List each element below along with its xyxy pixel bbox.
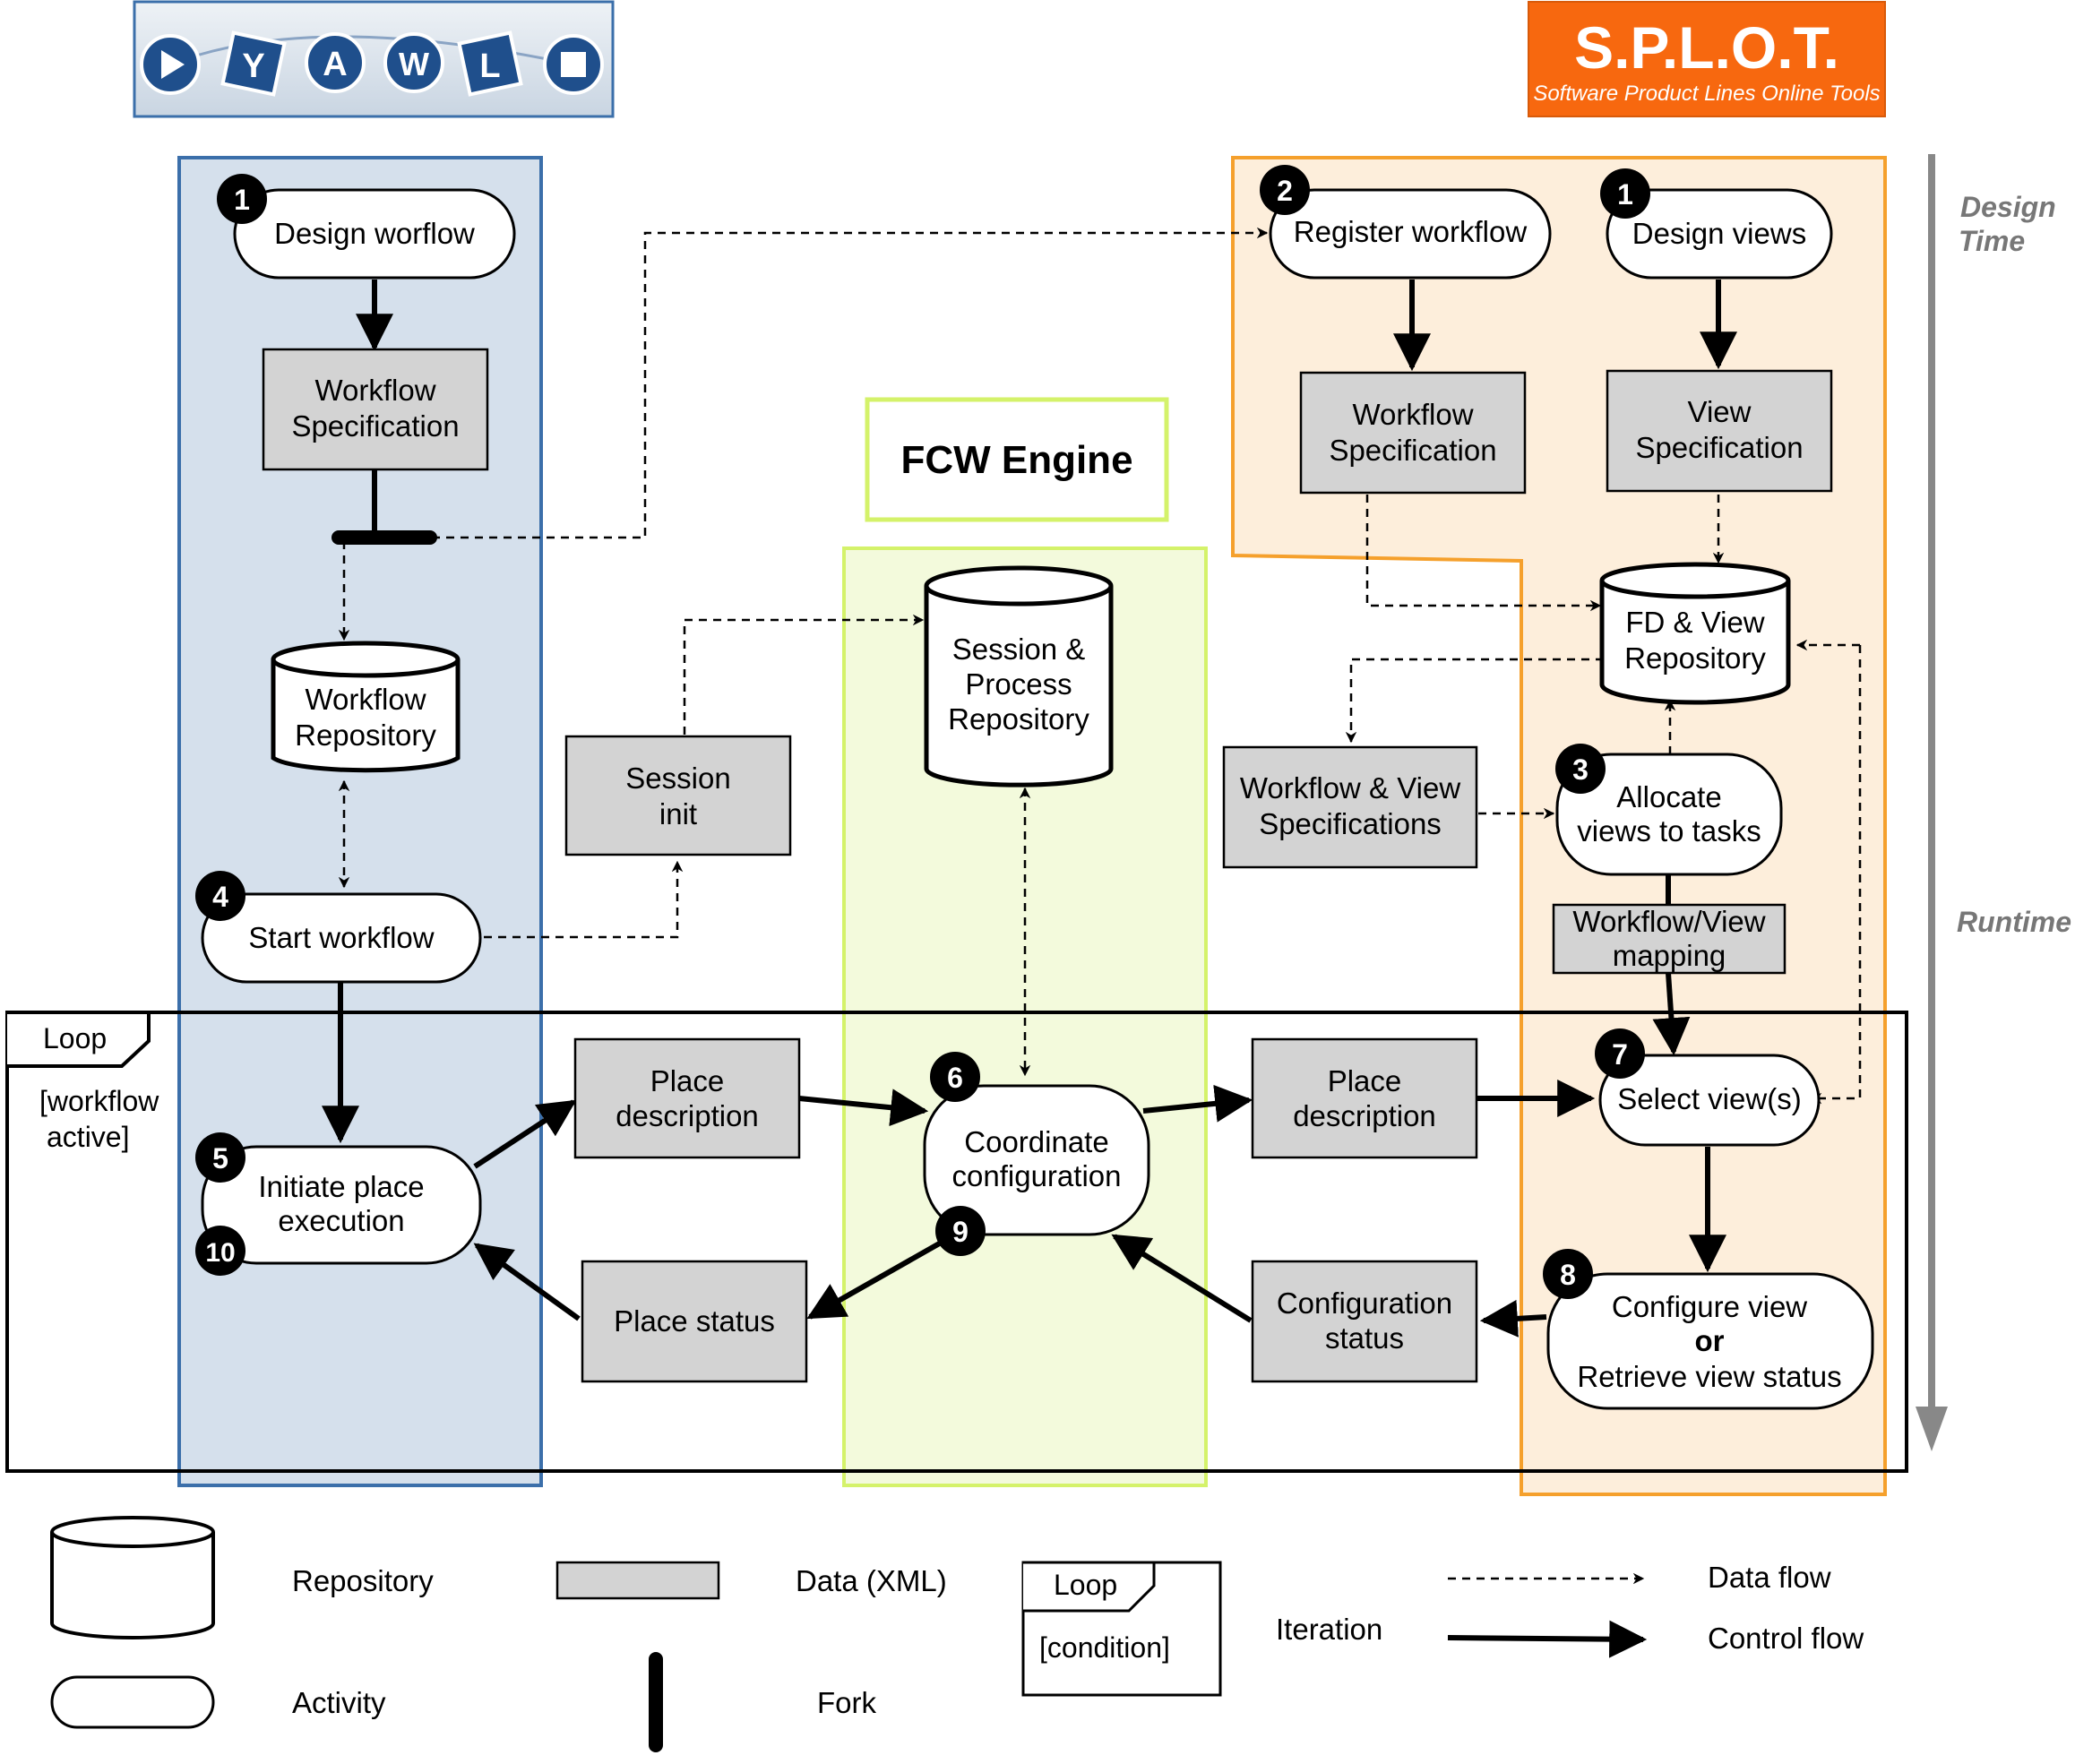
badge-configure-view: 8 [1560, 1259, 1576, 1291]
yawl-logo: Y A W L [133, 0, 615, 118]
legend-repository: Repository [292, 1564, 434, 1597]
badge-design-views: 1 [1617, 178, 1633, 211]
badge-register-workflow: 2 [1277, 175, 1293, 207]
engine-title: FCW Engine [900, 438, 1132, 482]
select-views-label: Select view(s) [1617, 1082, 1801, 1115]
badge-initiate-place-10: 10 [205, 1238, 235, 1268]
badge-coordinate: 6 [947, 1062, 963, 1094]
control-flow-edges [322, 280, 1737, 1338]
play-icon [161, 50, 185, 79]
data-flow-edges [338, 227, 1862, 1105]
timeline-arrow [1916, 1407, 1948, 1451]
activity-register-workflow[interactable]: Register workflow [1269, 188, 1552, 280]
legend-loop-label: Loop [1054, 1569, 1117, 1601]
yawl-letter-l: L [479, 47, 500, 85]
legend-data: Data (XML) [796, 1564, 947, 1597]
design-views-label: Design views [1632, 217, 1806, 250]
legend-control-flow: Control flow [1708, 1622, 1864, 1655]
yawl-letter-a: A [323, 46, 347, 83]
badge-select-views: 7 [1612, 1038, 1628, 1071]
splot-subtitle: Software Product Lines Online Tools [1533, 82, 1880, 106]
activity-design-workflow[interactable]: Design worflow [233, 188, 516, 280]
yawl-letter-w: W [399, 46, 429, 82]
loop-frame [5, 1011, 1908, 1473]
yawl-letter-y: Y [242, 47, 264, 85]
runtime-label: Runtime [1957, 906, 2071, 938]
legend-loop-symbol: Loop [condition] [1021, 1561, 1222, 1697]
legend: Repository Activity Data (XML) Fork Loop… [50, 1516, 1864, 1752]
design-workflow-label: Design worflow [274, 217, 475, 250]
activity-select-views[interactable]: Select view(s) [1598, 1054, 1821, 1147]
engine-title-box [865, 397, 1169, 522]
configure-view-line2: or [1695, 1324, 1725, 1357]
start-workflow-label: Start workflow [248, 921, 434, 954]
splot-logo: S.P.L.O.T. Software Product Lines Online… [1528, 1, 1886, 117]
legend-data-flow: Data flow [1708, 1561, 1831, 1594]
legend-loop-condition: [condition] [1039, 1631, 1170, 1664]
register-workflow-label: Register workflow [1294, 215, 1528, 248]
legend-activity: Activity [292, 1686, 386, 1719]
configure-view-line3: Retrieve view status [1577, 1360, 1841, 1393]
activity-configure-view[interactable]: Configure view or Retrieve view status [1546, 1272, 1874, 1410]
badge-coordinate-9: 9 [952, 1216, 969, 1248]
legend-repository-symbol [50, 1516, 215, 1639]
activity-start-workflow[interactable]: Start workflow [201, 892, 482, 984]
legend-data-symbol [555, 1561, 720, 1600]
badge-initiate-place: 5 [212, 1142, 228, 1175]
legend-control-flow-symbol [1447, 1620, 1648, 1658]
badge-allocate-views: 3 [1572, 753, 1589, 786]
place-status-label: Place status [614, 1304, 775, 1338]
step-badges: 1 4 2 1 3 5 10 6 9 7 8 [195, 165, 1650, 1299]
legend-iteration: Iteration [1276, 1613, 1382, 1646]
loop-tab [7, 1011, 151, 1068]
splot-title: S.P.L.O.T. [1574, 14, 1839, 81]
configure-view-line1: Configure view [1612, 1290, 1807, 1323]
legend-activity-symbol [50, 1675, 215, 1729]
badge-design-workflow: 1 [234, 184, 250, 216]
activity-design-views[interactable]: Design views [1606, 188, 1833, 280]
badge-start-workflow: 4 [212, 881, 228, 913]
loop-label: Loop [43, 1022, 107, 1054]
data-place-status[interactable]: Place status [581, 1260, 808, 1383]
legend-fork: Fork [817, 1686, 877, 1719]
stop-icon [561, 52, 586, 77]
